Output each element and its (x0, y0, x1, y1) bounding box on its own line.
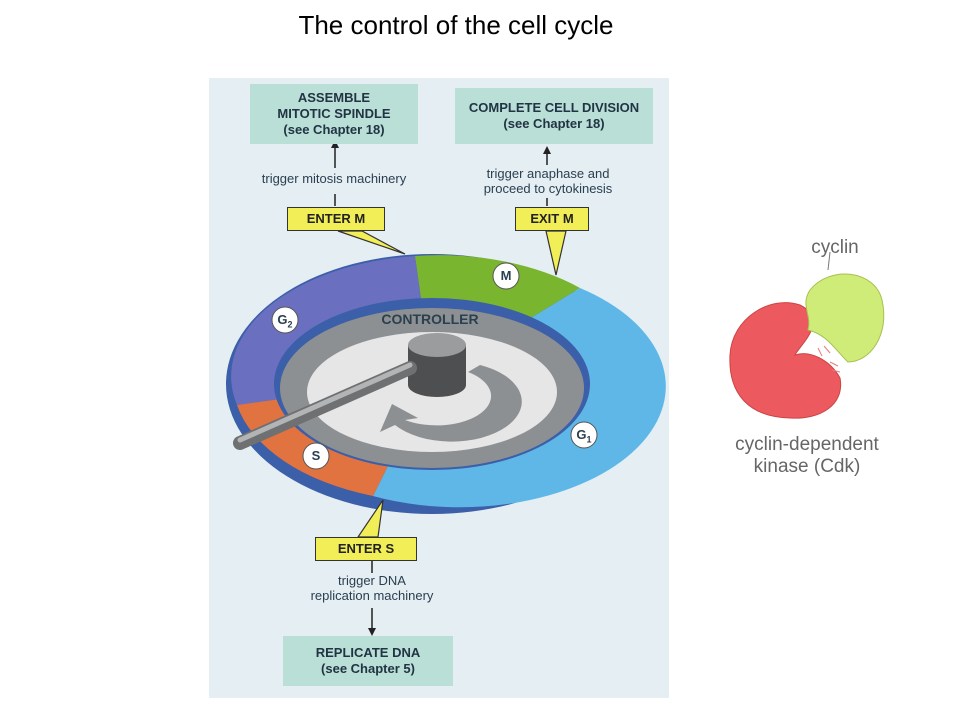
dial-hand-highlight (237, 362, 413, 443)
arrowhead-spindle (331, 140, 339, 148)
cyclin-leader-line (827, 251, 831, 271)
box-dna-line-2: (see Chapter 5) (321, 661, 415, 676)
phase-s-label: S (311, 448, 321, 463)
callout-exit-m: EXIT M (515, 207, 589, 231)
box-assemble-spindle: ASSEMBLE MITOTIC SPINDLE (see Chapter 18… (250, 84, 418, 144)
controller-label: CONTROLLER (381, 311, 479, 327)
box-complete-division: COMPLETE CELL DIVISION (see Chapter 18) (455, 88, 653, 144)
binding-tick-1 (817, 347, 823, 357)
enter-m-pointer (337, 230, 406, 255)
trigger-anaphase-line-2: proceed to cytokinesis (483, 181, 613, 196)
cyclin-shape (805, 273, 885, 363)
phase-g1-label: G1 (569, 427, 599, 448)
exit-m-pointer (545, 230, 567, 276)
rotation-arrow (380, 365, 522, 442)
trigger-anaphase-line-1: trigger anaphase and (486, 166, 610, 181)
cdk-label-line-1: cyclin-dependent (735, 434, 879, 455)
cyclin-label: cyclin (811, 237, 859, 258)
binding-tick-3 (829, 361, 839, 367)
dial-hub-base (408, 373, 466, 397)
phase-g1-subscript: 1 (586, 434, 592, 445)
box-division-line-1: COMPLETE CELL DIVISION (468, 100, 640, 115)
dial-hub-top (408, 333, 466, 357)
phase-g2-subscript: 2 (287, 319, 293, 330)
arrowhead-division (543, 146, 551, 154)
box-spindle-line-2: MITOTIC SPINDLE (277, 106, 391, 121)
phase-m-circle (492, 262, 520, 290)
cdk-label: cyclin-dependent kinase (Cdk) (712, 434, 902, 478)
box-replicate-dna: REPLICATE DNA (see Chapter 5) (283, 636, 453, 686)
trigger-dna-line-2: replication machinery (310, 588, 434, 603)
binding-tick-2 (823, 345, 831, 354)
binding-tick-4 (831, 369, 841, 373)
phase-g1-letter: G (576, 427, 587, 442)
cdk-kinase-shape (729, 302, 842, 419)
dial-hand (233, 361, 417, 450)
arrowhead-dna (368, 628, 376, 636)
callout-enter-m: ENTER M (287, 207, 385, 231)
slide-title: The control of the cell cycle (298, 10, 614, 40)
phase-g2-label: G2 (270, 312, 300, 333)
phase-g1-circle (570, 421, 598, 449)
trigger-dna-label: trigger DNA replication machinery (272, 573, 472, 603)
box-spindle-line-3: (see Chapter 18) (283, 122, 385, 137)
cdk-label-line-2: kinase (Cdk) (753, 456, 861, 477)
trigger-dna-line-1: trigger DNA (338, 573, 406, 588)
phase-s-circle (302, 442, 330, 470)
phase-m-label: M (500, 268, 512, 283)
box-division-line-2: (see Chapter 18) (503, 116, 605, 131)
phase-g2-letter: G (277, 312, 288, 327)
box-dna-line-1: REPLICATE DNA (315, 645, 421, 660)
callout-enter-s: ENTER S (315, 537, 417, 561)
trigger-mitosis-label: trigger mitosis machinery (261, 171, 407, 186)
box-spindle-line-1: ASSEMBLE (297, 90, 371, 105)
phase-g2-circle (271, 306, 299, 334)
trigger-anaphase-label: trigger anaphase and proceed to cytokine… (462, 166, 634, 196)
